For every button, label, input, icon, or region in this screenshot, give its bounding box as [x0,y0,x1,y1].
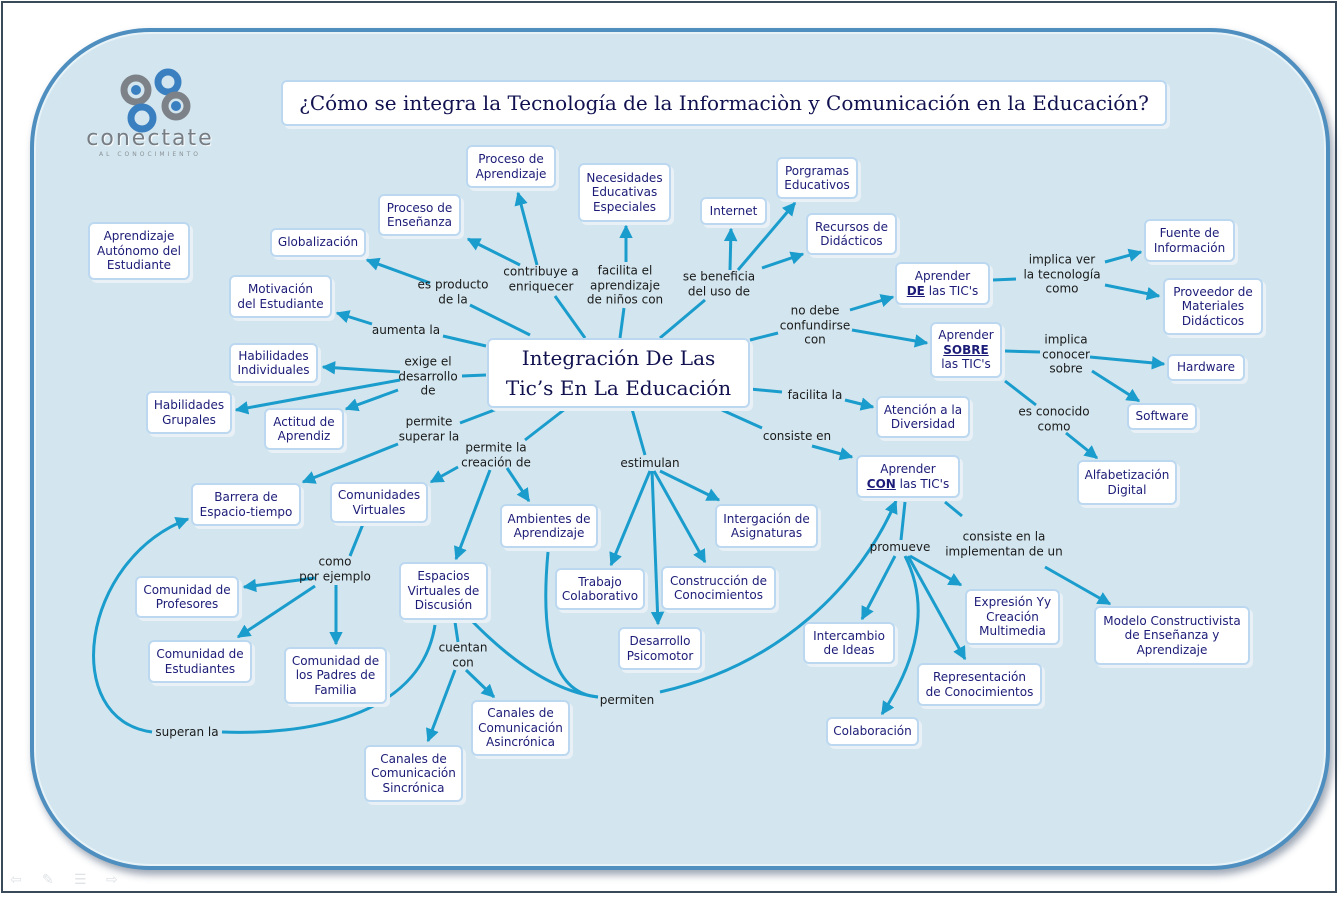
node-actitud[interactable]: Actitud de Aprendiz [264,408,344,450]
concept-map-board [30,28,1330,870]
link-label: permite la creación de [461,440,531,470]
node-aprendizaje-autonomo[interactable]: Aprendizaje Autónomo del Estudiante [88,222,190,280]
node-canales-asincronica[interactable]: Canales de Comunicación Asincrónica [471,700,570,756]
node-label: las TIC's [941,357,991,372]
link-label: promueve [869,539,931,554]
link-label: es conocido como [1018,404,1090,434]
node-recursos[interactable]: Recursos de Didácticos [806,213,897,255]
previous-arrow-icon[interactable]: ⇦ [10,872,22,888]
link-label: consiste en [762,428,832,443]
node-aprender-de[interactable]: Aprender DE las TIC's [895,262,990,305]
logo-tagline: AL CONOCIMIENTO [98,151,202,158]
node-proceso-aprendizaje[interactable]: Proceso de Aprendizaje [466,145,556,188]
node-aprender-con[interactable]: Aprender CON las TIC's [856,455,960,498]
node-label: Aprender [880,462,936,476]
link-label: contribuye a enriquecer [503,264,579,294]
node-representacion[interactable]: Representación de Conocimientos [917,663,1042,706]
node-aprender-sobre[interactable]: Aprender SOBRE las TIC's [930,322,1002,378]
link-label: aumenta la [371,322,441,337]
node-intergacion[interactable]: Intergación de Asignaturas [715,504,818,548]
central-concept[interactable]: Integración De Las Tic’s En La Educación [487,338,750,408]
link-label: no debe confundirse con [779,303,851,347]
node-motivacion[interactable]: Motivación del Estudiante [229,275,332,318]
link-label: se beneficia del uso de [682,269,756,299]
link-label: como por ejemplo [299,554,371,584]
node-hardware[interactable]: Hardware [1167,354,1245,381]
keyword: DE [906,283,925,298]
map-title: ¿Cómo se integra la Tecnología de la Inf… [281,80,1167,126]
link-label: estimulan [620,455,680,470]
link-label: implica conocer sobre [1042,332,1090,376]
node-expresion[interactable]: Expresión Yy Creación Multimedia [965,589,1060,645]
node-comunidad-profesores[interactable]: Comunidad de Profesores [135,576,239,618]
node-desarrollo[interactable]: Desarrollo Psicomotor [618,627,702,670]
link-label: permite superar la [398,414,460,444]
node-comunidad-padres[interactable]: Comunidad de los Padres de Familia [284,647,387,704]
link-label: superan la [155,724,219,739]
node-colaboracion[interactable]: Colaboración [826,717,919,746]
link-label: exige el desarrollo de [398,354,458,398]
link-label: permiten [599,692,655,707]
link-lines [92,191,1166,743]
node-proveedor[interactable]: Proveedor de Materiales Didácticos [1163,278,1263,335]
node-comunidades[interactable]: Comunidades Virtuales [330,482,428,523]
keyword: SOBRE [943,342,989,357]
node-internet[interactable]: Internet [700,197,767,225]
node-barrera[interactable]: Barrera de Espacio-tiempo [191,483,301,526]
keyword: CON [866,476,896,491]
node-canales-sincronica[interactable]: Canales de Comunicación Sincrónica [364,745,463,802]
node-proceso-ensenanza[interactable]: Proceso de Enseñanza [378,194,461,236]
node-label: Aprender [938,328,994,343]
node-fuente[interactable]: Fuente de Información [1144,219,1235,262]
next-arrow-icon[interactable]: ⇨ [106,872,118,888]
node-atencion[interactable]: Atención a la Diversidad [876,396,970,438]
link-label: es producto de la [417,277,489,307]
link-label: facilita la [787,387,843,402]
pen-icon[interactable]: ✎ [42,872,54,888]
node-necesidades[interactable]: Necesidades Educativas Especiales [578,163,671,222]
node-comunidad-estudiantes[interactable]: Comunidad de Estudiantes [148,640,252,683]
node-construccion[interactable]: Construcción de Conocimientos [661,566,776,610]
link-label: cuentan con [438,640,488,670]
node-habilidades-individuales[interactable]: Habilidades Individuales [229,343,318,383]
link-label: consiste en la implementan de un [945,529,1063,559]
node-globalizacion[interactable]: Globalización [270,228,366,257]
logo-text: conectate [86,126,214,151]
node-modelo-constructivista[interactable]: Modelo Constructivista de Enseñanza y Ap… [1094,606,1250,665]
node-alfabetizacion[interactable]: Alfabetización Digital [1077,460,1177,505]
node-espacios[interactable]: Espacios Virtuales de Discusión [399,562,488,620]
menu-icon[interactable]: ☰ [74,872,87,888]
node-programas[interactable]: Porgramas Educativos [776,157,858,199]
node-habilidades-grupales[interactable]: Habilidades Grupales [146,391,232,434]
node-trabajo[interactable]: Trabajo Colaborativo [555,568,645,610]
link-label: implica ver la tecnología como [1023,252,1101,296]
node-label: las TIC's [924,283,979,298]
node-intercambio[interactable]: Intercambio de Ideas [803,622,895,664]
node-software[interactable]: Software [1127,403,1197,430]
node-label: Aprender [914,269,971,283]
logo-icon [120,68,191,133]
node-ambientes[interactable]: Ambientes de Aprendizaje [500,504,598,548]
node-label: las TIC's [895,476,950,491]
link-label: facilita el aprendizaje de niños con [586,263,664,307]
